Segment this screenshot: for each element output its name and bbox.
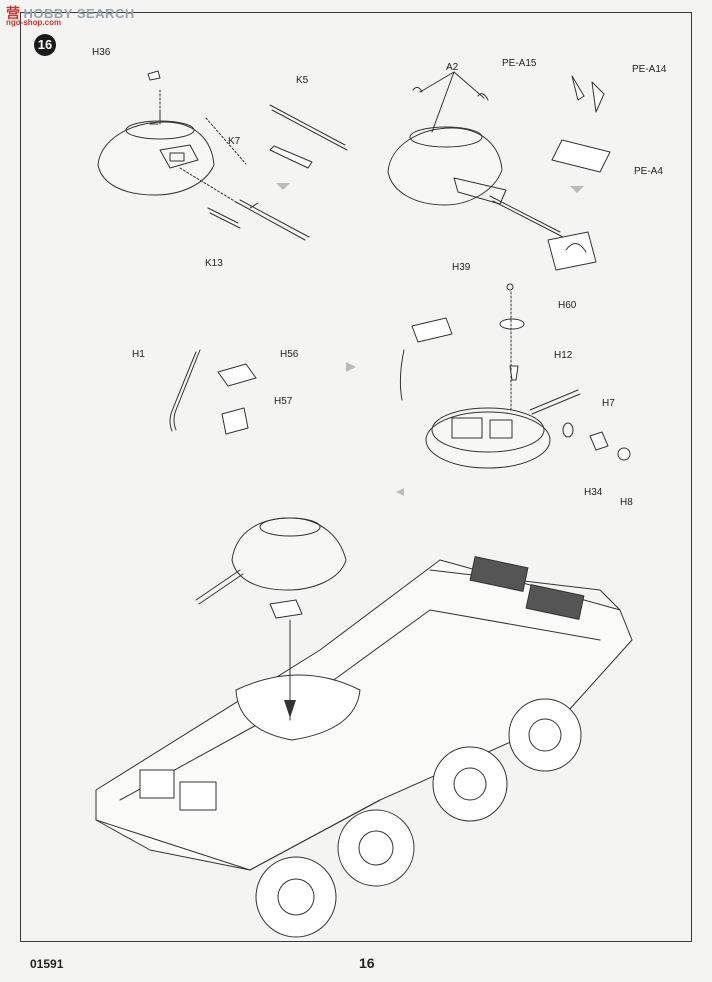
label-h8: H8 bbox=[620, 497, 633, 508]
part-pe-a4-shape bbox=[551, 139, 611, 173]
turret-drawing-right bbox=[387, 126, 564, 238]
next-step-arrow-4 bbox=[396, 488, 404, 496]
label-k7: K7 bbox=[228, 136, 241, 147]
label-pe-a14: PE-A14 bbox=[632, 64, 667, 75]
next-step-arrow-1 bbox=[276, 183, 290, 190]
watermark-brand-text: HOBBY SEARCH bbox=[23, 6, 135, 21]
watermark-brand-mark: 营 bbox=[6, 5, 21, 21]
part-h8-shape bbox=[617, 447, 631, 461]
part-h12-shape bbox=[509, 365, 519, 381]
assembled-turret-drawing bbox=[195, 517, 347, 605]
label-h36: H36 bbox=[92, 47, 111, 58]
label-h60: H60 bbox=[558, 300, 577, 311]
pe-plate-cutout bbox=[565, 243, 587, 253]
next-step-arrow-3 bbox=[346, 362, 356, 372]
part-a2-leaders bbox=[419, 71, 485, 133]
part-pe-shapes bbox=[571, 75, 605, 113]
label-h12: H12 bbox=[554, 350, 573, 361]
barrel-shape bbox=[235, 199, 310, 241]
part-h34-shape bbox=[589, 431, 609, 451]
label-k13: K13 bbox=[205, 258, 223, 269]
label-a2: A2 bbox=[446, 62, 459, 73]
part-k7-shape bbox=[269, 145, 313, 169]
part-h1-assembled bbox=[411, 317, 453, 343]
label-pe-a4: PE-A4 bbox=[634, 166, 663, 177]
turret-drawing-left bbox=[97, 89, 215, 196]
label-h56: H56 bbox=[280, 349, 299, 360]
pe-plate-shape bbox=[547, 231, 597, 271]
label-h57: H57 bbox=[274, 396, 293, 407]
kit-code: 01591 bbox=[30, 957, 64, 971]
assembled-hatch-part bbox=[269, 599, 303, 619]
watermark-site: ngo-shop.com bbox=[6, 18, 62, 27]
part-h60-shape bbox=[499, 318, 525, 330]
leader-lines-left bbox=[179, 117, 247, 203]
label-pe-a15: PE-A15 bbox=[502, 58, 537, 69]
page-frame bbox=[20, 12, 692, 942]
part-h56-shape bbox=[217, 363, 257, 387]
label-h7: H7 bbox=[602, 398, 615, 409]
vehicle-drawing bbox=[95, 556, 633, 938]
step-number-badge: 16 bbox=[34, 34, 56, 56]
part-h1-shape-inner bbox=[169, 351, 197, 432]
next-step-arrow-2 bbox=[570, 186, 584, 193]
part-k13-shape bbox=[207, 207, 241, 229]
part-h1-shape bbox=[173, 349, 201, 431]
page-number: 16 bbox=[359, 955, 375, 971]
part-h57-shape bbox=[221, 407, 249, 435]
label-h39: H39 bbox=[452, 262, 471, 273]
install-arrow-head bbox=[284, 700, 296, 718]
part-h1-assembled-bar bbox=[399, 349, 405, 401]
label-k5: K5 bbox=[296, 75, 309, 86]
part-h39-shape bbox=[506, 283, 514, 291]
label-h34: H34 bbox=[584, 487, 603, 498]
turret-bottom-drawing bbox=[425, 389, 581, 469]
part-k5-shape bbox=[269, 104, 348, 151]
label-h1: H1 bbox=[132, 349, 145, 360]
part-h36-shape bbox=[147, 70, 161, 81]
part-h7-shape bbox=[562, 422, 574, 438]
